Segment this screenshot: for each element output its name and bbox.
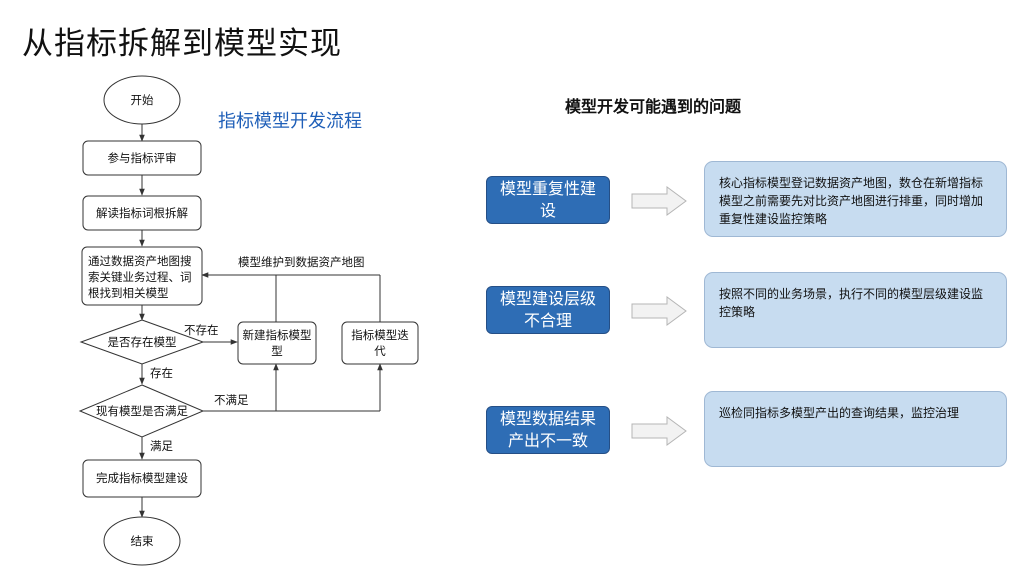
- iterate-model-node: 指标模型迭 代: [341, 321, 419, 365]
- arrow-right-icon: [631, 186, 687, 216]
- issue-name-box: 模型建设层级不合理: [486, 286, 610, 334]
- new-model-node: 新建指标模型 型: [237, 321, 317, 365]
- issue-desc-box: 巡检同指标多模型产出的查询结果，监控治理: [704, 391, 1007, 467]
- step-decompose-node: 解读指标词根拆解: [82, 195, 202, 231]
- issue-desc: 巡检同指标多模型产出的查询结果，监控治理: [719, 406, 960, 420]
- issues-title: 模型开发可能遇到的问题: [565, 97, 742, 116]
- issue-name: 模型重复性建设: [499, 179, 596, 220]
- step-decompose-label: 解读指标词根拆解: [96, 206, 188, 220]
- new-model-line-2: 型: [271, 344, 283, 358]
- step-review-node: 参与指标评审: [82, 140, 202, 176]
- label-not-exist: 不存在: [184, 323, 219, 337]
- step-search-line-1: 通过数据资产地图搜: [88, 254, 192, 268]
- issue-desc: 核心指标模型登记数据资产地图，数仓在新增指标模型之前需要先对比资产地图进行排重，…: [719, 176, 984, 226]
- issue-name: 模型数据结果产出不一致: [499, 409, 596, 450]
- issue-name-box: 模型数据结果产出不一致: [486, 406, 610, 454]
- issue-desc-box: 核心指标模型登记数据资产地图，数仓在新增指标模型之前需要先对比资产地图进行排重，…: [704, 161, 1007, 237]
- flowchart: 开始 参与指标评审 解读指标词根拆解 通过数据资产地图搜 索关键业务过程、词 根…: [78, 75, 419, 566]
- step-search-line-2: 索关键业务过程、词: [88, 270, 192, 284]
- decision-exists-label: 是否存在模型: [108, 335, 177, 349]
- issue-desc: 按照不同的业务场景，执行不同的模型层级建设监控策略: [719, 287, 984, 319]
- end-label: 结束: [131, 534, 154, 548]
- label-satisfied: 满足: [150, 439, 173, 453]
- step-search-node: 通过数据资产地图搜 索关键业务过程、词 根找到相关模型: [81, 246, 203, 306]
- decision-exists-node: 是否存在模型: [79, 319, 205, 365]
- issue-name: 模型建设层级不合理: [499, 289, 596, 330]
- new-model-line-1: 新建指标模型: [243, 328, 312, 342]
- label-exist: 存在: [150, 366, 173, 380]
- arrow-right-icon: [631, 416, 687, 446]
- label-not-satisfied: 不满足: [214, 393, 249, 407]
- decision-satisfied-node: 现有模型是否满足: [78, 384, 205, 438]
- start-node: 开始: [103, 75, 181, 125]
- label-maintain: 模型维护到数据资产地图: [238, 255, 365, 269]
- flow-connectors: [139, 124, 383, 518]
- finish-label: 完成指标模型建设: [96, 471, 188, 485]
- step-review-label: 参与指标评审: [108, 151, 177, 165]
- start-label: 开始: [131, 93, 154, 107]
- end-node: 结束: [103, 516, 181, 566]
- step-search-line-3: 根找到相关模型: [88, 286, 169, 300]
- issue-name-box: 模型重复性建设: [486, 176, 610, 224]
- issue-desc-box: 按照不同的业务场景，执行不同的模型层级建设监控策略: [704, 272, 1007, 348]
- flowchart-title: 指标模型开发流程: [218, 111, 362, 132]
- iterate-model-line-2: 代: [374, 344, 386, 358]
- arrow-right-icon: [631, 296, 687, 326]
- finish-node: 完成指标模型建设: [82, 459, 202, 498]
- iterate-model-line-1: 指标模型迭: [351, 328, 409, 342]
- decision-satisfied-label: 现有模型是否满足: [96, 404, 188, 418]
- page-title: 从指标拆解到模型实现: [22, 26, 342, 62]
